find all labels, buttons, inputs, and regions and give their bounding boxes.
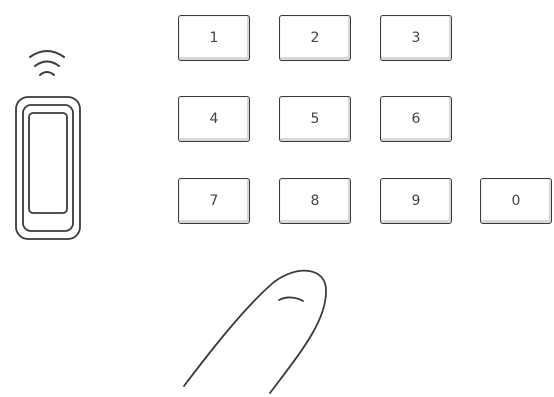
key-1-label: 1 <box>210 31 219 45</box>
key-5-label: 5 <box>311 112 320 126</box>
key-8[interactable]: 8 <box>279 178 351 224</box>
key-7[interactable]: 7 <box>178 178 250 224</box>
key-4[interactable]: 4 <box>178 96 250 142</box>
key-8-label: 8 <box>311 194 320 208</box>
finger-icon <box>184 271 326 393</box>
key-1[interactable]: 1 <box>178 15 250 61</box>
key-9[interactable]: 9 <box>380 178 452 224</box>
key-4-label: 4 <box>210 112 219 126</box>
key-6[interactable]: 6 <box>380 96 452 142</box>
key-0-label: 0 <box>512 194 521 208</box>
wireless-signal-icon <box>30 51 64 75</box>
key-2-label: 2 <box>311 31 320 45</box>
key-6-label: 6 <box>412 112 421 126</box>
key-0[interactable]: 0 <box>480 178 552 224</box>
key-9-label: 9 <box>412 194 421 208</box>
key-2[interactable]: 2 <box>279 15 351 61</box>
key-3-label: 3 <box>412 31 421 45</box>
key-3[interactable]: 3 <box>380 15 452 61</box>
rfid-card-reader-icon <box>16 97 80 239</box>
key-5[interactable]: 5 <box>279 96 351 142</box>
key-7-label: 7 <box>210 194 219 208</box>
